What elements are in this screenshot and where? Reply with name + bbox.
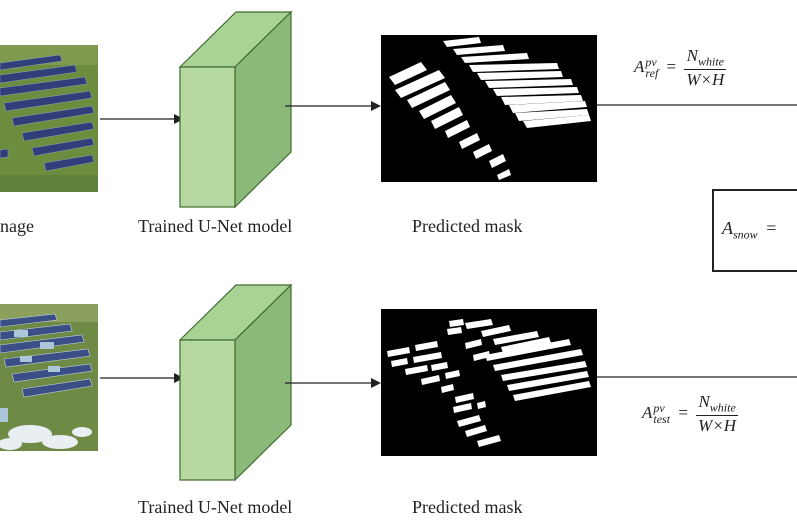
formula-a-ref-symbol: A: [634, 57, 645, 77]
input-image-caption: nage: [0, 216, 34, 236]
formula-a-test-den: W×H: [698, 416, 737, 436]
formula-a-test-sup: pv: [653, 401, 665, 416]
arrow-model-to-mask-1: [285, 101, 381, 111]
snow-area-box: [712, 189, 797, 272]
formula-a-test-sub: test: [653, 412, 671, 427]
snow-area-eq: =: [766, 218, 777, 238]
snow-area-symbol: A: [722, 218, 733, 238]
unet-model-box-2: [178, 283, 293, 482]
predicted-mask-2: [381, 309, 597, 456]
formula-a-test-num-sub: white: [709, 400, 736, 415]
formula-a-test-num: N: [698, 392, 710, 411]
arrow-input-to-model-1: [100, 114, 184, 124]
arrow-model-to-mask-2: [285, 378, 381, 388]
arrow-input-to-model-2: [100, 373, 184, 383]
unet-model-caption-2: Trained U-Net model: [138, 497, 293, 517]
formula-a-ref-sub: ref: [645, 66, 659, 81]
formula-a-ref-eq: =: [666, 57, 677, 77]
input-image-snow: [0, 304, 98, 451]
predicted-mask-1: [381, 35, 597, 182]
predicted-mask-caption-1: Predicted mask: [412, 216, 523, 236]
formula-a-ref-den: W×H: [686, 70, 725, 90]
connector-line-2: [597, 376, 797, 378]
snow-area-sub: snow: [733, 227, 758, 242]
unet-model-box-1: [178, 10, 293, 209]
connector-line-1: [597, 104, 797, 106]
formula-a-test-symbol: A: [642, 403, 653, 423]
formula-a-test-eq: =: [678, 403, 688, 423]
formula-a-ref-num: N: [686, 46, 698, 65]
input-image-clear: [0, 45, 98, 192]
formula-a-ref-sup: pv: [645, 55, 657, 70]
predicted-mask-caption-2: Predicted mask: [412, 497, 523, 517]
snow-area-formula: Asnow =: [722, 218, 776, 243]
formula-a-ref-num-sub: white: [698, 54, 724, 69]
unet-model-caption-1: Trained U-Net model: [138, 216, 293, 236]
